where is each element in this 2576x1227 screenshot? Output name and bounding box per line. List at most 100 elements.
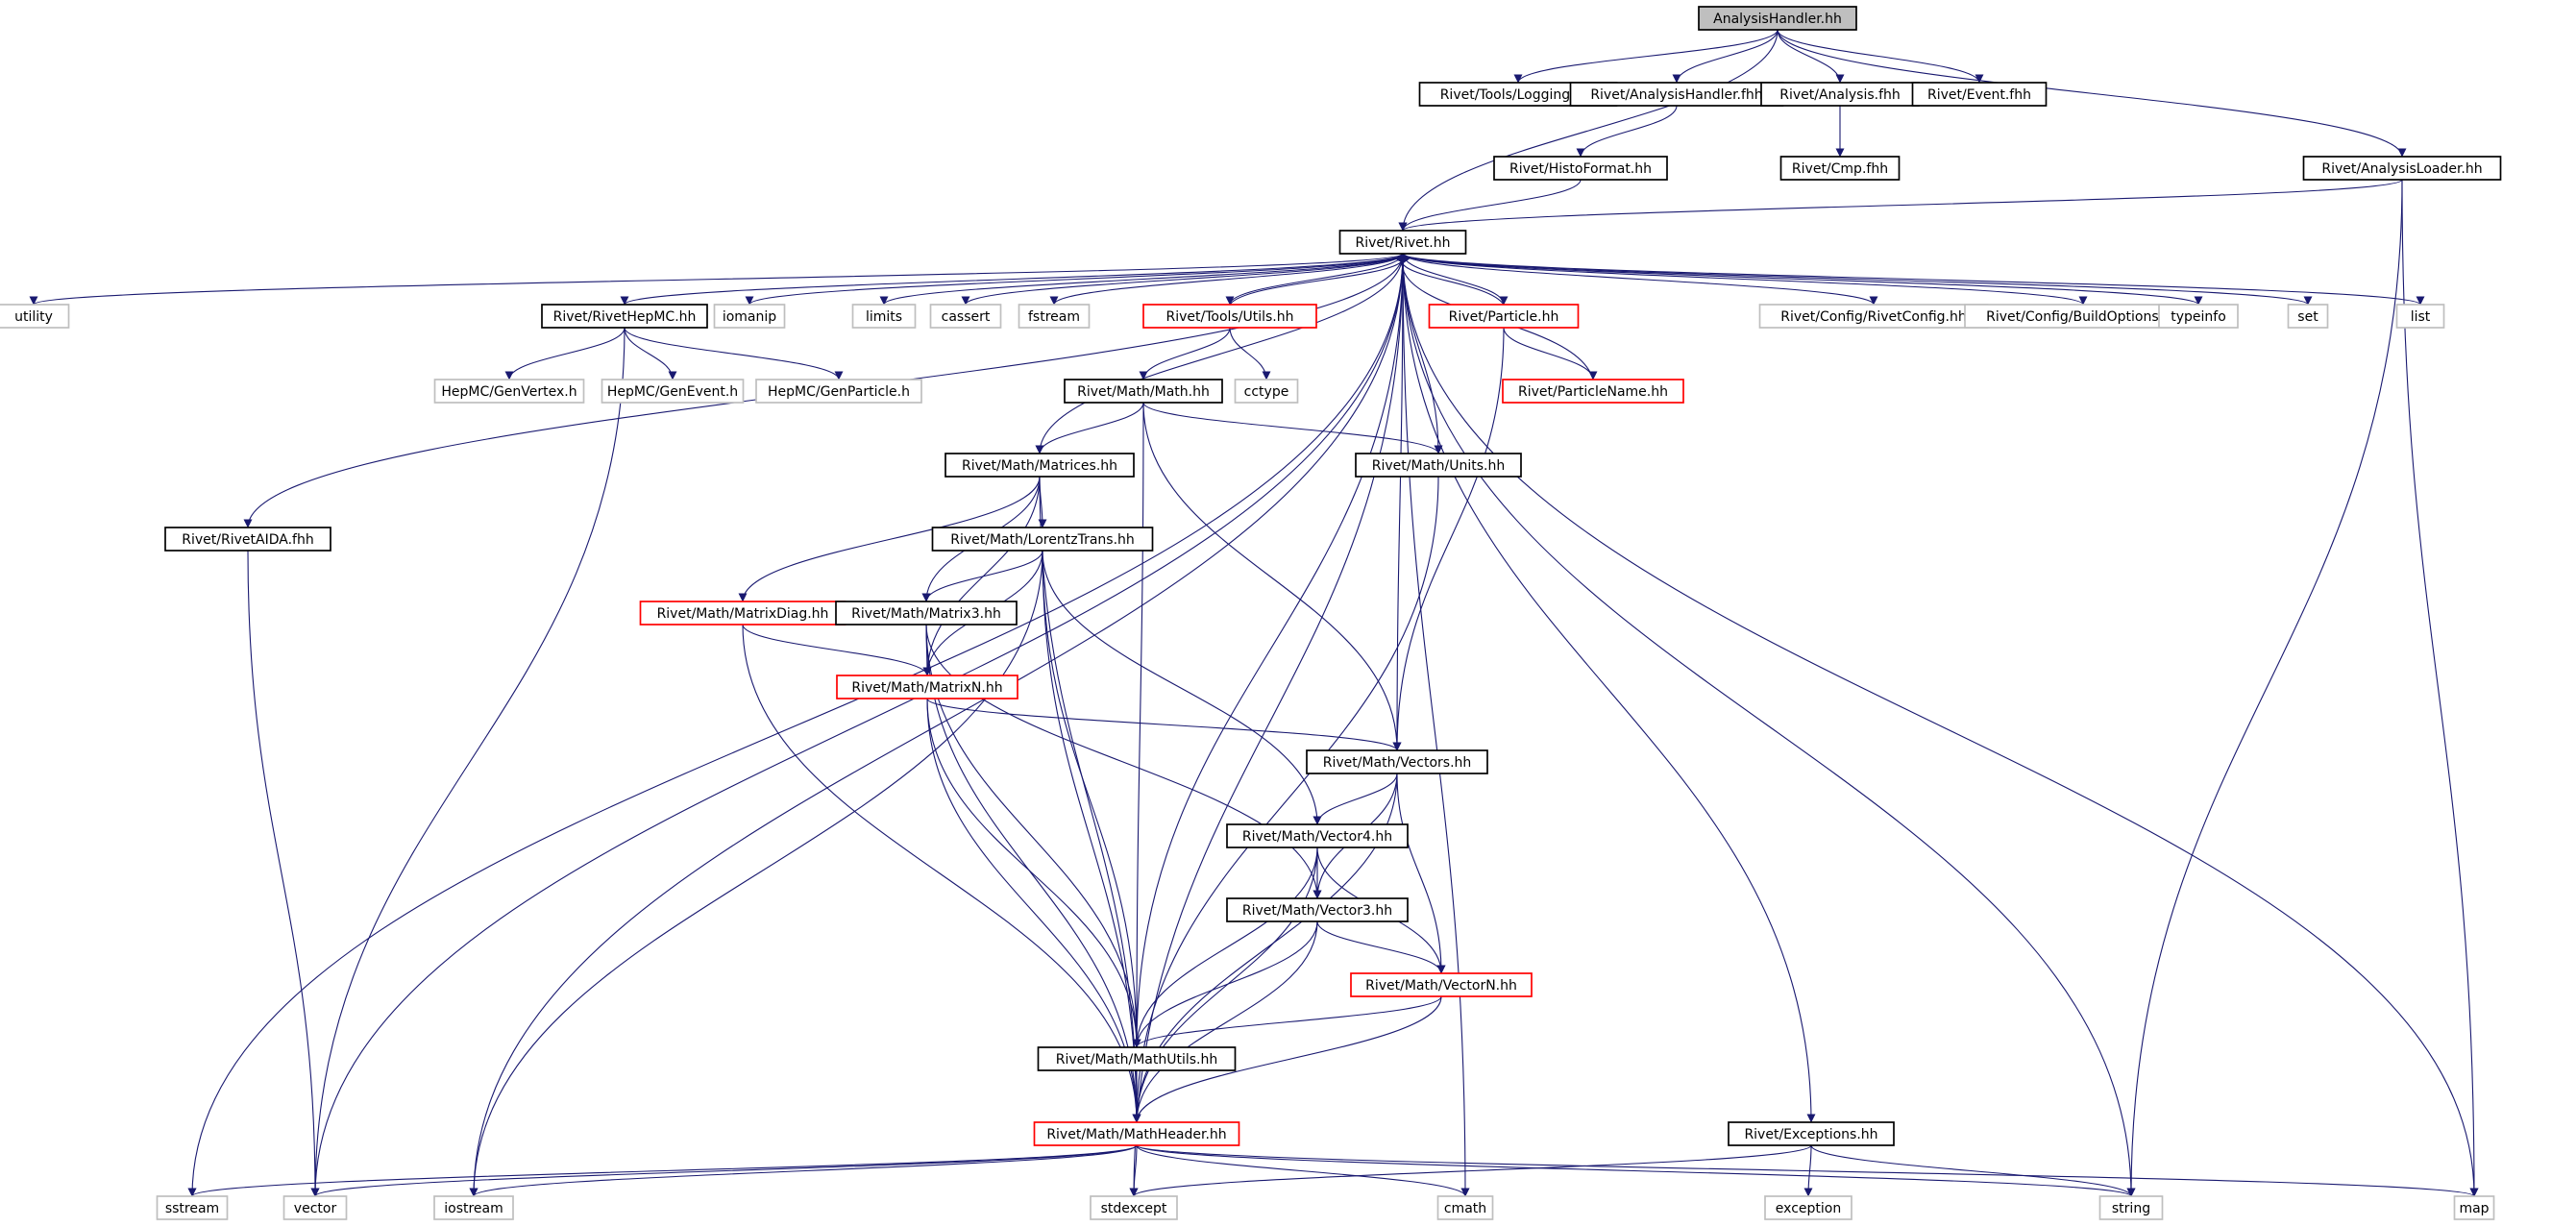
node-rivet-analysishandler-fhh[interactable]: Rivet/AnalysisHandler.fhh: [1569, 82, 1784, 107]
edge-rivet-analysisloader-hh-to-string: [2126, 179, 2403, 1197]
node-sstream: sstream: [156, 1195, 229, 1220]
node-label: Rivet/RivetHepMC.hh: [553, 309, 697, 325]
node-box: [282, 1195, 348, 1220]
edge-rivet-rivet-hh-to-vector: [310, 253, 1404, 1197]
node-rivet-particle-hh[interactable]: Rivet/Particle.hh: [1428, 304, 1580, 329]
node-label: Rivet/Math/Vectors.hh: [1323, 755, 1472, 771]
node-box: [1758, 304, 1989, 329]
node-box: [2098, 1195, 2164, 1220]
node-rivet-math-mathheader-hh[interactable]: Rivet/Math/MathHeader.hh: [1033, 1121, 1240, 1146]
node-box: [1728, 1121, 1895, 1146]
node-box: [2395, 304, 2445, 329]
node-rivet-math-vectors-hh[interactable]: Rivet/Math/Vectors.hh: [1306, 749, 1488, 774]
node-label: Rivet/Math/Vector4.hh: [1242, 829, 1392, 845]
node-box: [851, 304, 917, 329]
edge-rivet-math-vector4-hh-to-rivet-math-mathutils-hh: [1132, 847, 1318, 1048]
node-rivet-analysisloader-hh[interactable]: Rivet/AnalysisLoader.hh: [2302, 156, 2502, 181]
node-label: Rivet/Math/Units.hh: [1372, 458, 1505, 474]
node-rivet-tools-utils-hh[interactable]: Rivet/Tools/Utils.hh: [1142, 304, 1317, 329]
node-rivet-exceptions-hh[interactable]: Rivet/Exceptions.hh: [1728, 1121, 1895, 1146]
node-box: [1355, 453, 1522, 478]
node-box: [1911, 82, 2048, 107]
node-box: [433, 379, 585, 404]
edge-rivet-analysishandler-fhh-to-rivet-histoformat-hh: [1576, 105, 1678, 158]
node-rivet-histoformat-hh[interactable]: Rivet/HistoFormat.hh: [1493, 156, 1668, 181]
edge-rivet-rivethepmc-hh-to-vector: [310, 327, 626, 1197]
node-rivet-math-matrix3-hh[interactable]: Rivet/Math/Matrix3.hh: [835, 601, 1018, 626]
node-label: exception: [1776, 1201, 1841, 1216]
node-label: Rivet/Analysis.fhh: [1779, 87, 1901, 103]
node-box: [1306, 749, 1488, 774]
node-rivet-math-units-hh[interactable]: Rivet/Math/Units.hh: [1355, 453, 1522, 478]
node-rivet-math-matrixn-hh[interactable]: Rivet/Math/MatrixN.hh: [836, 675, 1018, 699]
node-box: [1493, 156, 1668, 181]
edge-rivet-rivet-hh-to-rivet-rivethepmc-hh: [620, 253, 1404, 306]
node-box: [2453, 1195, 2495, 1220]
edge-rivet-math-matrixn-hh-to-rivet-math-mathutils-hh: [926, 698, 1141, 1048]
node-iostream: iostream: [433, 1195, 514, 1220]
edge-analysishandler-hh-to-rivet-event-fhh: [1777, 29, 1984, 84]
node-box: [1569, 82, 1784, 107]
edge-rivet-rivet-hh-to-utility: [30, 253, 1404, 306]
node-box: [1064, 379, 1223, 404]
node-rivet-math-vector4-hh[interactable]: Rivet/Math/Vector4.hh: [1226, 823, 1409, 848]
nodes-layer: AnalysisHandler.hhRivet/Tools/Logging.fh…: [0, 6, 2502, 1220]
edge-rivet-rivethepmc-hh-to-hepmc-genevent-h: [624, 327, 677, 380]
node-label: Rivet/Math/LorentzTrans.hh: [950, 532, 1135, 548]
node-rivet-math-matrixdiag-hh[interactable]: Rivet/Math/MatrixDiag.hh: [639, 601, 846, 626]
node-rivet-math-matrices-hh[interactable]: Rivet/Math/Matrices.hh: [945, 453, 1135, 478]
node-rivet-event-fhh[interactable]: Rivet/Event.fhh: [1911, 82, 2048, 107]
node-rivet-cmp-fhh[interactable]: Rivet/Cmp.fhh: [1779, 156, 1901, 181]
node-rivet-math-lorentztrans-hh[interactable]: Rivet/Math/LorentzTrans.hh: [931, 527, 1154, 552]
node-rivet-math-mathutils-hh[interactable]: Rivet/Math/MathUtils.hh: [1037, 1046, 1237, 1071]
node-utility: utility: [0, 304, 70, 329]
edge-rivet-math-matrixn-hh-to-rivet-math-vectors-hh: [926, 698, 1402, 751]
node-label: stdexcept: [1101, 1201, 1167, 1216]
node-string: string: [2098, 1195, 2164, 1220]
node-box: [1018, 304, 1091, 329]
edge-rivet-rivet-hh-to-string: [1402, 253, 2136, 1197]
edge-rivet-rivet-hh-to-map: [1402, 253, 2479, 1197]
node-label: Rivet/Math/Matrix3.hh: [851, 606, 1001, 622]
node-label: Rivet/AnalysisLoader.hh: [2321, 161, 2482, 177]
edge-rivet-rivethepmc-hh-to-hepmc-genvertex-h: [504, 327, 626, 380]
node-rivet-rivetaida-fhh[interactable]: Rivet/RivetAIDA.fhh: [164, 527, 331, 552]
node-label: cctype: [1244, 384, 1289, 400]
node-label: Rivet/Math/MathUtils.hh: [1056, 1052, 1218, 1067]
node-label: typeinfo: [2171, 309, 2226, 325]
node-label: Rivet/Math/MathHeader.hh: [1046, 1127, 1226, 1142]
node-label: HepMC/GenParticle.h: [768, 384, 910, 400]
edge-rivet-math-lorentztrans-hh-to-rivet-math-mathheader-hh: [1042, 550, 1141, 1123]
node-label: limits: [866, 309, 902, 325]
node-cctype: cctype: [1234, 379, 1299, 404]
node-box: [945, 453, 1135, 478]
node-box: [755, 379, 922, 404]
edges-layer: [30, 29, 2479, 1197]
edge-rivet-math-math-hh-to-rivet-math-mathutils-hh: [1132, 402, 1144, 1048]
node-hepmc-genevent-h: HepMC/GenEvent.h: [601, 379, 745, 404]
node-box: [2158, 304, 2239, 329]
edge-analysishandler-hh-to-rivet-analysisloader-hh: [1777, 29, 2407, 158]
node-box: [2287, 304, 2329, 329]
edge-rivet-rivethepmc-hh-to-hepmc-genparticle-h: [624, 327, 844, 380]
node-label: vector: [294, 1201, 337, 1216]
node-label: Rivet/Event.fhh: [1927, 87, 2031, 103]
node-rivet-math-math-hh[interactable]: Rivet/Math/Math.hh: [1064, 379, 1223, 404]
node-box: [1760, 82, 1920, 107]
node-rivet-particlename-hh[interactable]: Rivet/ParticleName.hh: [1502, 379, 1684, 404]
node-rivet-config-rivetconfig-hh: Rivet/Config/RivetConfig.hh: [1758, 304, 1989, 329]
node-rivet-rivet-hh[interactable]: Rivet/Rivet.hh: [1338, 230, 1467, 255]
node-rivet-math-vector3-hh[interactable]: Rivet/Math/Vector3.hh: [1226, 897, 1409, 922]
node-rivet-math-vectorn-hh[interactable]: Rivet/Math/VectorN.hh: [1350, 972, 1533, 997]
edge-rivet-rivet-hh-to-rivet-particle-hh: [1402, 253, 1509, 306]
node-rivet-analysis-fhh[interactable]: Rivet/Analysis.fhh: [1760, 82, 1920, 107]
node-iomanip: iomanip: [713, 304, 786, 329]
node-box: [1234, 379, 1299, 404]
node-rivet-rivethepmc-hh[interactable]: Rivet/RivetHepMC.hh: [541, 304, 708, 329]
node-box: [1502, 379, 1684, 404]
edge-rivet-math-matrixdiag-hh-to-rivet-math-mathheader-hh: [742, 624, 1141, 1123]
node-hepmc-genvertex-h: HepMC/GenVertex.h: [433, 379, 585, 404]
node-box: [541, 304, 708, 329]
node-box: [156, 1195, 229, 1220]
node-label: Rivet/Math/Vector3.hh: [1242, 903, 1392, 919]
